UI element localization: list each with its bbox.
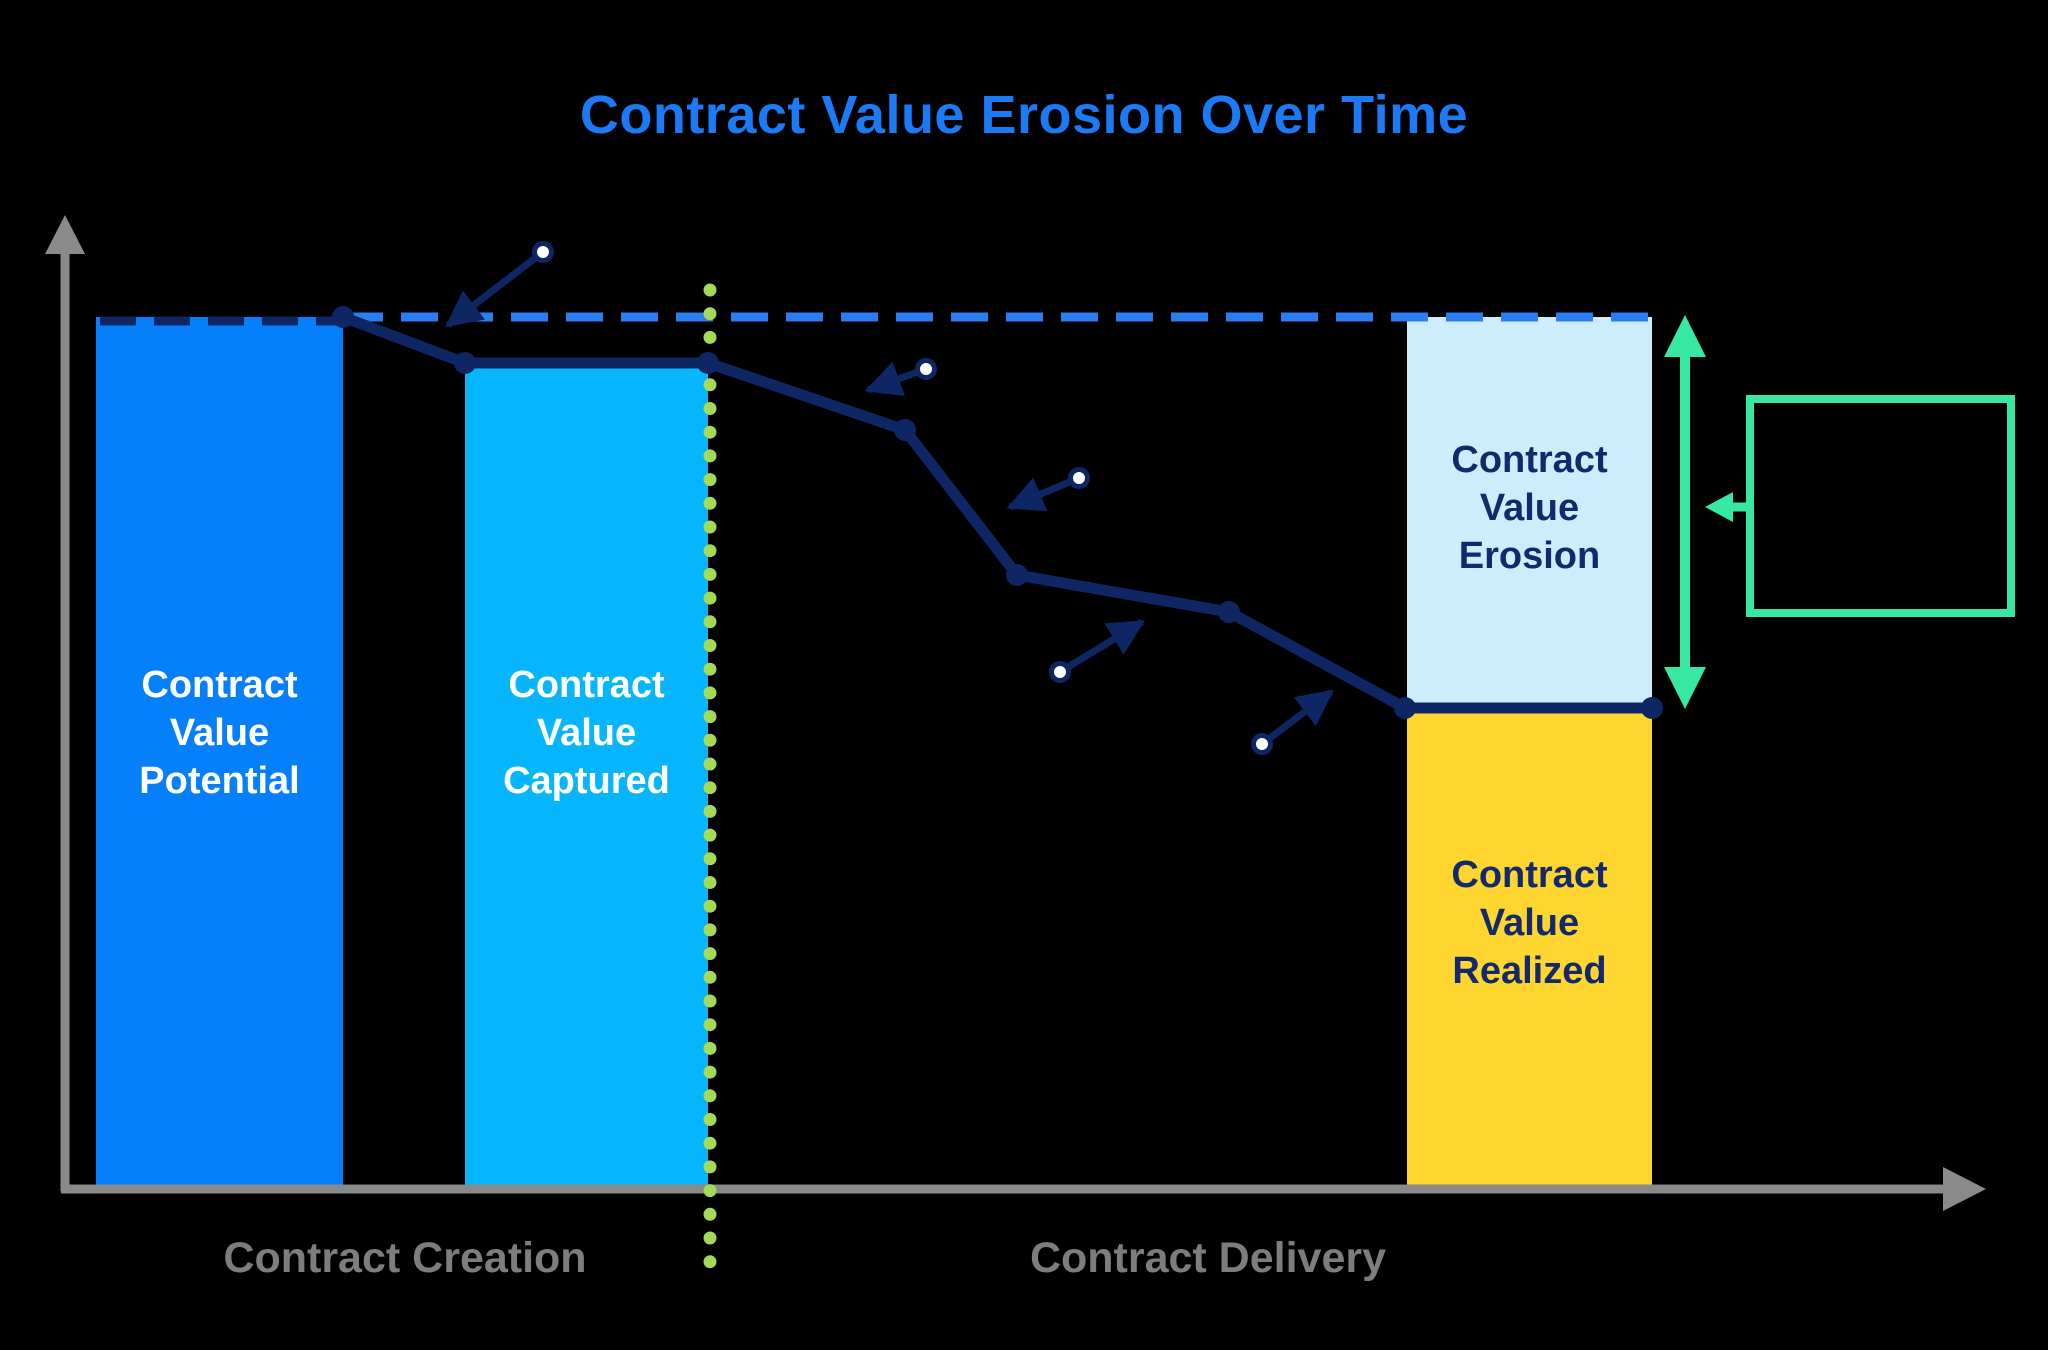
annotation-box <box>1746 395 2015 617</box>
callout-arrows <box>445 249 1334 747</box>
y-axis <box>45 215 85 1191</box>
callout-arrow <box>1058 619 1146 675</box>
vertex-dot <box>332 306 354 328</box>
bar-label-potential: Contract Value Potential <box>96 661 343 805</box>
bar-label-line: Value <box>1479 487 1580 529</box>
annotation-box-arrow-icon <box>1705 492 1746 522</box>
white-dot-icon <box>1251 733 1273 755</box>
x-axis <box>61 1167 1986 1211</box>
bar-label-captured: Contract Value Captured <box>465 661 708 805</box>
erosion-line-vertices <box>332 306 1663 719</box>
bar-contract-value-realized <box>1407 708 1652 1189</box>
white-dot-icon <box>532 241 554 263</box>
bar-label-line: Potential <box>139 760 300 802</box>
bar-contract-value-potential <box>96 317 343 1189</box>
vertex-dot <box>1394 697 1416 719</box>
bar-label-line: Value <box>536 712 637 754</box>
bar-label-line: Captured <box>503 760 670 802</box>
bar-label-realized: Contract Value Realized <box>1407 851 1652 995</box>
bar-label-line: Value <box>1479 902 1580 944</box>
bar-label-line: Contract <box>141 664 298 706</box>
vertex-dot <box>1218 601 1240 623</box>
callout-dots <box>532 241 1273 755</box>
white-dot-icon <box>1049 661 1071 683</box>
callout-arrow <box>445 249 546 328</box>
white-dot-icon <box>1068 467 1090 489</box>
y-axis-arrow-icon <box>45 215 85 254</box>
bar-contract-value-captured <box>465 363 708 1189</box>
vertex-dot <box>454 352 476 374</box>
page-title: Contract Value Erosion Over Time <box>579 85 1469 145</box>
bar-label-erosion: Contract Value Erosion <box>1407 436 1652 580</box>
bar-contract-value-erosion <box>1407 317 1652 708</box>
bar-label-line: Value <box>169 712 270 754</box>
bar-label-line: Erosion <box>1458 535 1601 577</box>
x-axis-label-contract-creation: Contract Creation <box>223 1234 587 1282</box>
vertex-dot <box>697 352 719 374</box>
white-dot-icon <box>915 358 937 380</box>
vertex-dot <box>1006 564 1028 586</box>
bar-label-line: Contract <box>1451 439 1608 481</box>
bar-label-line: Contract <box>508 664 665 706</box>
x-axis-arrow-icon <box>1943 1167 1986 1211</box>
vertex-dot <box>894 419 916 441</box>
erosion-line <box>341 311 1652 714</box>
callout-arrow <box>1259 689 1334 747</box>
callout-arrow <box>1006 474 1081 512</box>
erosion-span-double-arrow-icon <box>1664 315 1706 709</box>
x-axis-label-contract-delivery: Contract Delivery <box>1029 1234 1387 1282</box>
bar-label-line: Contract <box>1451 854 1608 896</box>
vertex-dot <box>1641 697 1663 719</box>
bar-label-line: Realized <box>1452 950 1607 992</box>
